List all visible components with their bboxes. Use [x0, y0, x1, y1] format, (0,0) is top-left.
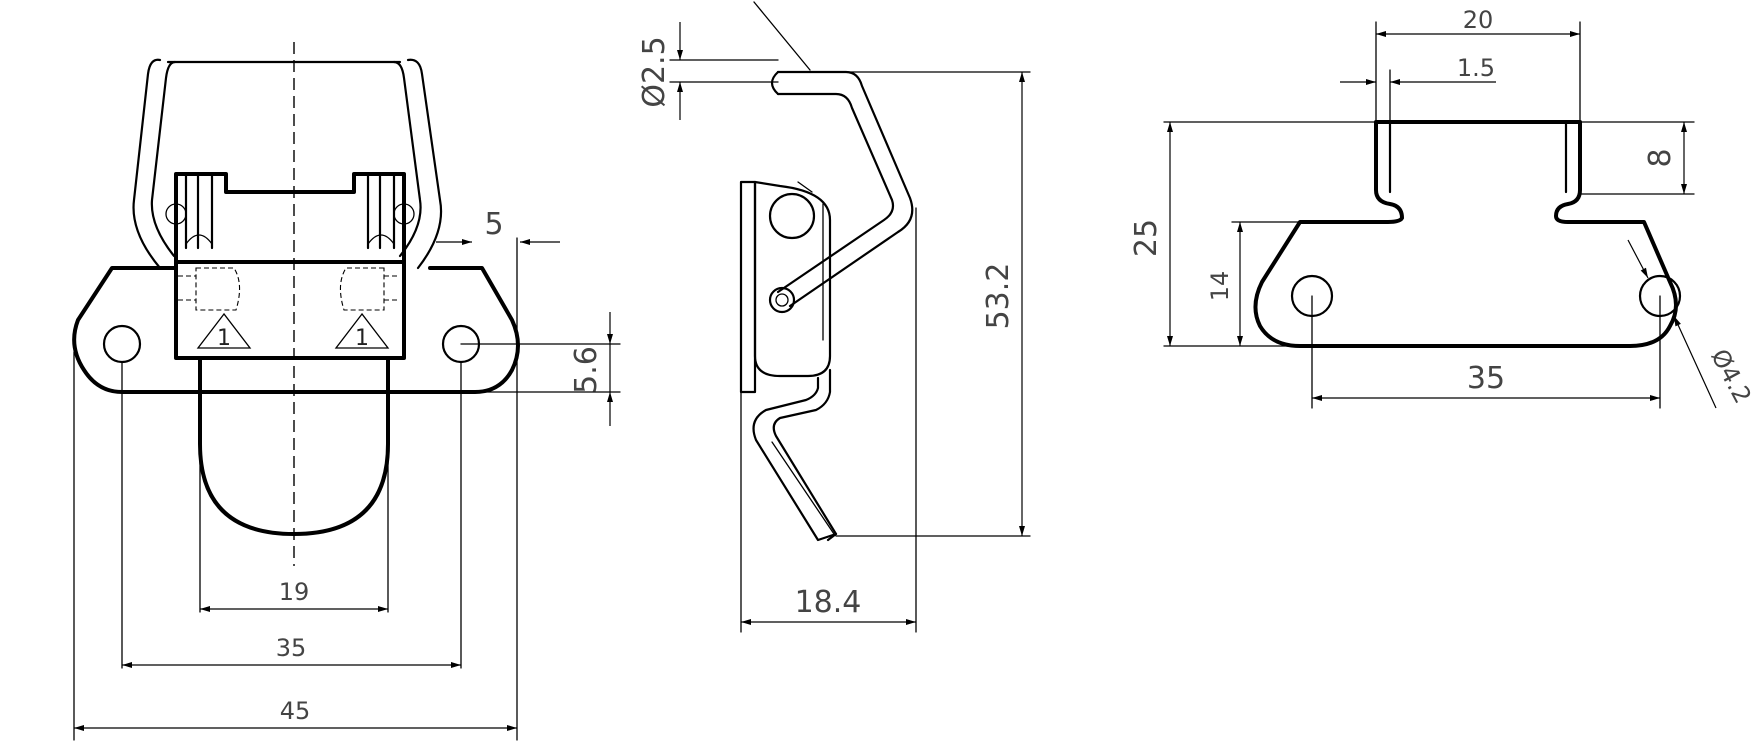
front-base-plate — [72, 266, 520, 394]
plan-view: 20 1.5 8 25 14 35 Ø4.2 — [1129, 6, 1752, 409]
warning-mark-left: 1 — [217, 326, 231, 351]
front-dim-5-6: 5.6 — [569, 346, 604, 394]
side-dim-53-2: 53.2 — [981, 263, 1016, 330]
plan-dim-35: 35 — [1467, 361, 1505, 396]
front-dim-19: 19 — [279, 578, 310, 606]
front-hidden-hook-right — [339, 267, 400, 311]
plan-dim-25: 25 — [1129, 219, 1164, 257]
warning-triangle-right-icon — [334, 312, 390, 349]
front-left-hole — [102, 324, 142, 364]
side-lever-tail — [772, 368, 838, 542]
plan-dim-20: 20 — [1463, 6, 1494, 34]
plan-dim-8: 8 — [1643, 148, 1678, 167]
front-dim-35: 35 — [276, 634, 307, 662]
front-dim-5: 5 — [484, 207, 503, 242]
warning-triangle-left-icon — [196, 312, 252, 349]
warning-mark-right: 1 — [355, 326, 369, 351]
front-dim-45: 45 — [280, 697, 311, 725]
front-view: 1 1 19 35 45 5 5.6 — [72, 42, 621, 741]
plan-dim-1-5: 1.5 — [1457, 54, 1495, 82]
plan-plate-outline — [1253, 120, 1678, 348]
side-base-plate — [739, 180, 757, 394]
front-hidden-hook-left — [178, 267, 241, 311]
side-dim-wire-dia: Ø2.5 — [637, 36, 672, 107]
side-dim-18-4: 18.4 — [795, 585, 862, 620]
side-view: Ø2.5 53.2 18.4 — [637, 1, 1031, 633]
side-pivot — [768, 192, 816, 240]
plan-dim-14: 14 — [1206, 271, 1234, 302]
front-latch-body — [174, 260, 406, 360]
front-wire-bail — [132, 58, 443, 270]
side-lever-body — [753, 180, 832, 378]
side-hook-wire — [776, 70, 914, 308]
